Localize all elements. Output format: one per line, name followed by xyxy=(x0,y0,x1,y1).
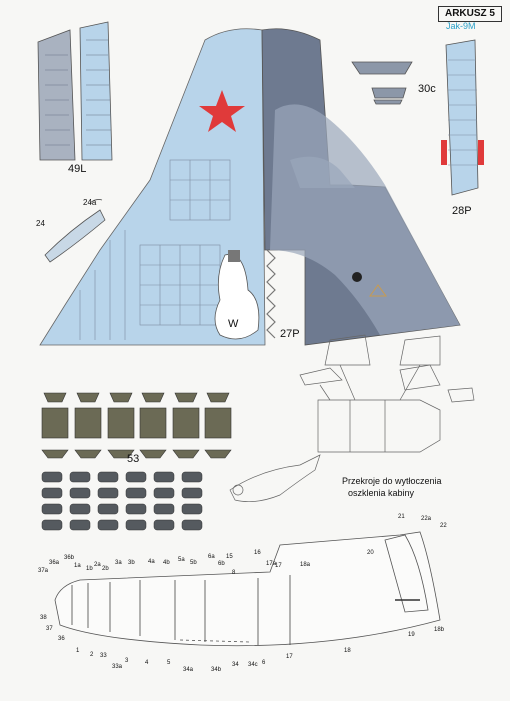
fuselage-part-number: 19 xyxy=(408,632,415,638)
caption-line-1: Przekroje do wytłoczenia xyxy=(342,476,442,486)
fuselage-part-number: 33 xyxy=(100,653,107,659)
canopy-sections xyxy=(299,334,475,453)
fuselage-part-number: 22 xyxy=(440,523,447,529)
fuselage-part-number: 6 xyxy=(262,660,266,666)
fuselage-part-number: 37a xyxy=(38,568,49,574)
fuselage-part-number: 2b xyxy=(102,566,109,572)
fuselage-part-number: 8 xyxy=(232,570,236,576)
fuselage-part-number: 34b xyxy=(211,667,222,673)
label-53: 53 xyxy=(127,453,140,465)
fuselage-part-number: 1b xyxy=(86,566,93,572)
label-28P: 28P xyxy=(452,205,472,217)
fuselage-part-number: 5b xyxy=(190,560,197,566)
fuselage-part-number: 3b xyxy=(128,560,135,566)
fuselage-part-number: 36b xyxy=(64,555,75,561)
fuselage-part-number: 5 xyxy=(167,660,171,666)
tail-fin-left xyxy=(39,28,266,346)
fuselage-part-number: 21 xyxy=(398,514,405,520)
fuselage-part-number: 36a xyxy=(49,560,60,566)
fuselage-part-number: 20 xyxy=(367,550,374,556)
fuselage-part-number: 4b xyxy=(163,560,170,566)
fuselage-part-number: 3 xyxy=(125,658,129,664)
fuselage-part-number: 36 xyxy=(58,636,65,642)
fuselage-part-number: 34 xyxy=(232,662,239,668)
fuselage-part-number: 4 xyxy=(145,660,149,666)
fuselage-part-number: 33a xyxy=(112,664,123,670)
red-star-icon xyxy=(199,90,245,132)
fuselage-part-number: 6b xyxy=(218,561,225,567)
fuselage-part-number: 34c xyxy=(248,662,258,668)
part-30c-shape xyxy=(351,61,413,105)
tail-fin-right xyxy=(261,28,461,346)
fuselage-part-number: 5a xyxy=(178,557,185,563)
fuselage-part-number: 3a xyxy=(115,560,122,566)
fuselage-part-number: 1 xyxy=(76,648,80,654)
label-30c: 30c xyxy=(418,83,436,95)
label-27P: 27P xyxy=(280,328,300,340)
fuselage-part-number: 18 xyxy=(344,648,351,654)
fuselage-part-number: 18a xyxy=(300,562,311,568)
fuselage-part-number: 38 xyxy=(40,615,47,621)
fuselage-part-number: 17 xyxy=(286,654,293,660)
aircraft-sketch xyxy=(229,454,321,502)
part-28P-shape xyxy=(441,39,484,196)
part-53-group xyxy=(41,392,232,531)
model-name: Jak-9M xyxy=(446,21,476,31)
fuselage-part-number: 4a xyxy=(148,559,155,565)
fuselage-part-number: 6a xyxy=(208,554,215,560)
fuselage-part xyxy=(54,531,441,647)
fuselage-part-number: 2a xyxy=(94,562,101,568)
label-49L: 49L xyxy=(68,163,87,175)
sheet-number: ARKUSZ 5 xyxy=(438,6,502,22)
fuselage-part-number: 34a xyxy=(183,667,194,673)
fuselage-part-number: 17a xyxy=(266,561,277,567)
fuselage-part-number: 22a xyxy=(421,516,432,522)
fuselage-part-number: 17 xyxy=(275,563,282,569)
fuselage-part-number: 1a xyxy=(74,563,81,569)
caption-line-2: oszklenia kabiny xyxy=(348,488,415,498)
fuselage-part-number: 15 xyxy=(226,554,233,560)
label-W: W xyxy=(228,318,239,330)
part-24-shape xyxy=(44,199,106,263)
label-24: 24 xyxy=(36,219,45,228)
fuselage-part-number: 18b xyxy=(434,627,445,633)
fuselage-part-number: 37 xyxy=(46,626,53,632)
part-49L-shape xyxy=(37,21,113,161)
fuselage-part-number: 2 xyxy=(90,652,94,658)
fuselage-part-number: 16 xyxy=(254,550,261,556)
label-24a: 24a xyxy=(83,198,97,207)
